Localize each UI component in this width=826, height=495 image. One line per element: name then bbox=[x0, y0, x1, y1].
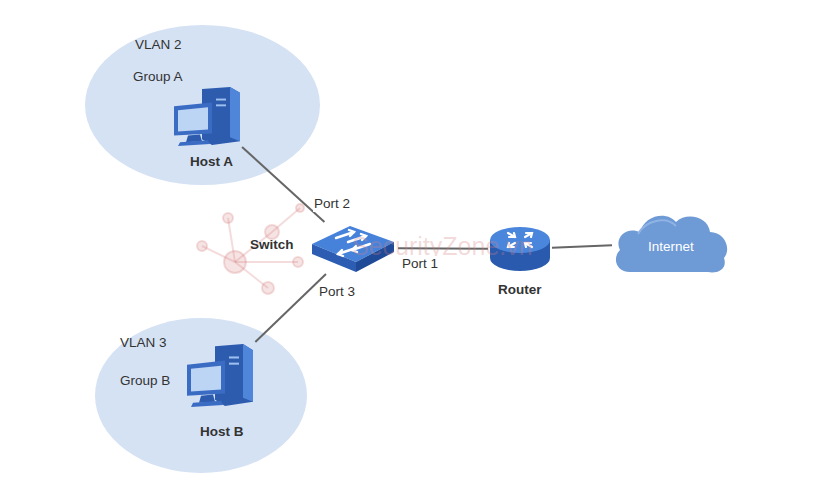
watermark-text: SecurityZone.vn bbox=[352, 234, 533, 259]
host-icon bbox=[185, 342, 257, 408]
node-label: VLAN 2 bbox=[135, 37, 182, 53]
node-sublabel: Group A bbox=[133, 69, 183, 85]
network-link bbox=[552, 245, 612, 247]
node-label: Switch bbox=[250, 237, 294, 253]
node-label: Host A bbox=[190, 154, 233, 170]
port-label: Port 1 bbox=[401, 256, 439, 272]
port-label: Port 3 bbox=[318, 284, 356, 300]
node-label: Router bbox=[498, 282, 542, 298]
host-icon bbox=[172, 85, 244, 147]
node-label: VLAN 3 bbox=[120, 335, 167, 351]
node-sublabel: Group B bbox=[120, 373, 170, 389]
node-label: Internet bbox=[648, 239, 694, 255]
node-label: Host B bbox=[200, 424, 244, 440]
internet-cloud: Internet bbox=[612, 208, 730, 278]
network-link bbox=[255, 274, 326, 342]
host-computer: Host A bbox=[172, 85, 244, 147]
vlan-region: VLAN 3 Group B Host B bbox=[95, 318, 307, 473]
host-computer: Host B bbox=[185, 342, 257, 408]
vlan-region: VLAN 2Group AHost A bbox=[85, 25, 320, 185]
port-label: Port 2 bbox=[313, 196, 351, 212]
